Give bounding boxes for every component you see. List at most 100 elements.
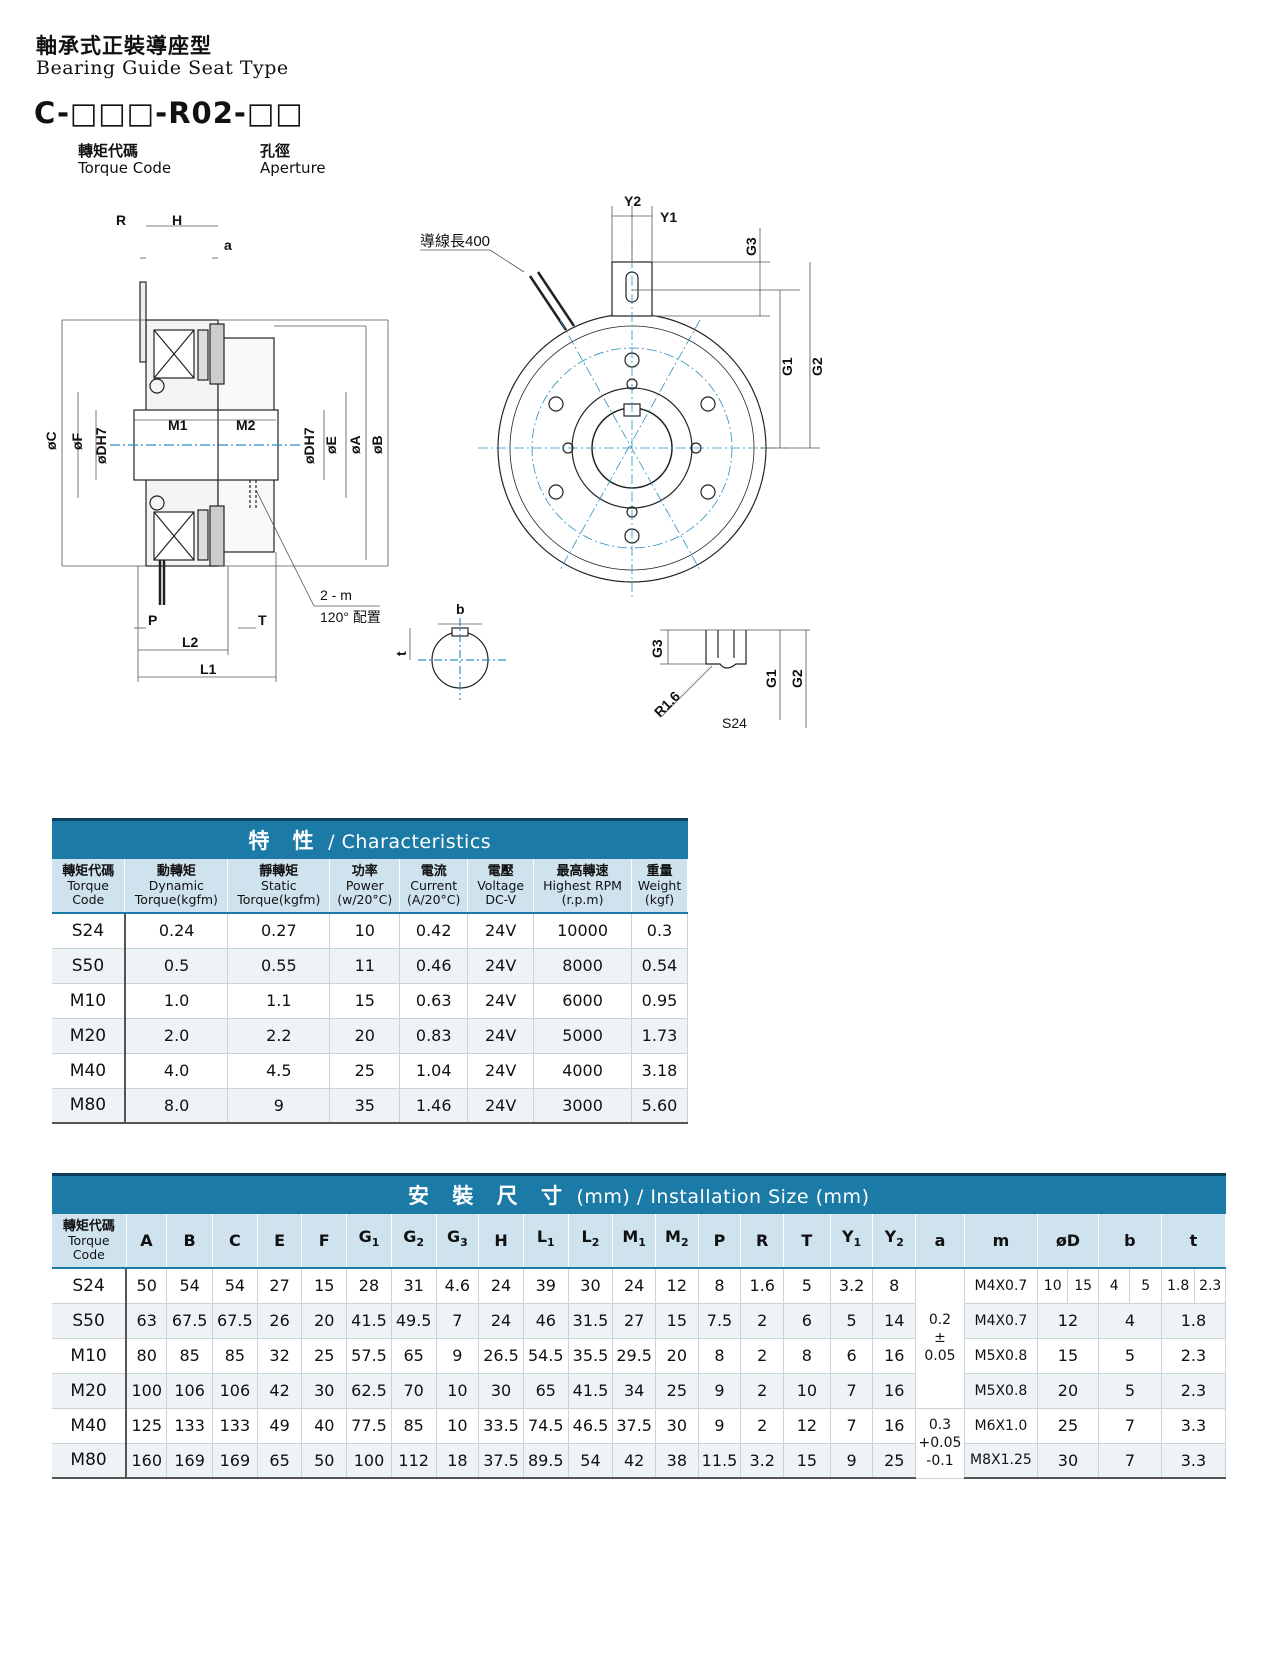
table-cell: 67.5 <box>166 1303 214 1339</box>
table-cell: 12 <box>655 1268 699 1304</box>
table-cell: 15 <box>655 1303 699 1339</box>
table-cell: 18 <box>436 1443 480 1479</box>
table-cell: 46.5 <box>568 1408 614 1444</box>
table-cell: 7 <box>830 1373 874 1409</box>
inst-header-cell: Y1 <box>830 1214 874 1269</box>
table-cell: 27 <box>257 1268 303 1304</box>
characteristics-title: 特 性 / Characteristics <box>52 818 688 859</box>
table-cell: 0.83 <box>399 1018 469 1054</box>
table-cell: 25 <box>329 1053 401 1089</box>
inst-header-label: T <box>801 1230 813 1250</box>
inst-header-cell: L2 <box>568 1214 614 1269</box>
table-cell: 10 <box>329 913 401 949</box>
table-cell: 33.5 <box>478 1408 524 1444</box>
inst-header-label: L1 <box>536 1227 555 1250</box>
table-cell: 24V <box>467 983 535 1019</box>
table-cell: 70 <box>391 1373 437 1409</box>
table-cell: 7 <box>1098 1408 1162 1444</box>
aperture-legend: 孔徑 Aperture <box>260 143 326 177</box>
table-cell: 125 <box>126 1408 168 1444</box>
wire-length-note: 導線長400 <box>420 233 490 250</box>
label-diam-E: øE <box>323 436 339 454</box>
table-cell: 0.27 <box>227 913 331 949</box>
table-cell: 5000 <box>533 1018 632 1054</box>
tolerance-line: 0.2 <box>928 1312 952 1329</box>
label-H: H <box>172 212 182 228</box>
table-cell: 15 <box>329 983 401 1019</box>
torque-code-cell: M20 <box>52 1018 126 1054</box>
table-cell: 1.04 <box>399 1053 469 1089</box>
table-cell: 77.5 <box>346 1408 392 1444</box>
characteristics-title-en: / Characteristics <box>328 831 492 853</box>
label-diam-C: øC <box>43 431 59 450</box>
table-cell: 57.5 <box>346 1338 392 1374</box>
tolerance-line: -0.1 <box>926 1453 954 1469</box>
thread-cell: M4X0.7 <box>964 1268 1038 1304</box>
table-cell: 65 <box>523 1373 569 1409</box>
table-cell: 2.3 <box>1161 1338 1227 1374</box>
torque-code-cell: S50 <box>52 1303 128 1339</box>
table-cell: 7 <box>1098 1443 1162 1479</box>
table-cell: 49 <box>257 1408 303 1444</box>
inst-header-cell: C <box>212 1214 258 1269</box>
table-cell: 169 <box>212 1443 258 1479</box>
table-cell: 6 <box>783 1303 831 1339</box>
table-cell: 65 <box>391 1338 437 1374</box>
table-cell: 3.3 <box>1161 1408 1227 1444</box>
torque-code-cell: S50 <box>52 948 126 984</box>
table-cell: 20 <box>655 1338 699 1374</box>
table-cell: 27 <box>612 1303 656 1339</box>
table-cell: 0.54 <box>631 948 689 984</box>
table-cell: 16 <box>872 1338 917 1374</box>
table-cell: 8 <box>698 1338 742 1374</box>
table-cell: 4.0 <box>124 1053 229 1089</box>
table-cell: 1.1 <box>227 983 331 1019</box>
table-cell: 67.5 <box>212 1303 258 1339</box>
table-cell: 2.3 <box>1161 1373 1227 1409</box>
aperture-en: Aperture <box>260 159 326 177</box>
table-cell: 8 <box>698 1268 742 1304</box>
table-cell: 0.24 <box>124 913 229 949</box>
inst-header-label: a <box>934 1230 946 1250</box>
model-code: C-□□□-R02-□□ <box>34 96 304 130</box>
thread-cell: M6X1.0 <box>964 1408 1038 1444</box>
label-detail-model: S24 <box>722 715 747 731</box>
torque-code-cell: S24 <box>52 1268 128 1304</box>
table-cell: 54 <box>166 1268 214 1304</box>
table-cell: 49.5 <box>391 1303 437 1339</box>
table-cell: 30 <box>655 1408 699 1444</box>
tab-detail <box>660 629 810 728</box>
table-cell: 8000 <box>533 948 632 984</box>
table-cell: 54.5 <box>523 1338 569 1374</box>
label-t: t <box>393 651 409 656</box>
characteristics-title-zh: 特 性 <box>248 829 322 853</box>
table-cell: 41.5 <box>568 1373 614 1409</box>
label-P: P <box>148 612 157 628</box>
table-cell: 74.5 <box>523 1408 569 1444</box>
label-detail-G1: G1 <box>763 669 779 688</box>
front-dimensions <box>420 206 820 449</box>
label-detail-G2: G2 <box>789 669 805 688</box>
table-cell: 3000 <box>533 1088 632 1124</box>
label-M2: M2 <box>236 417 256 433</box>
torque-code-cell: M10 <box>52 1338 128 1374</box>
table-cell: 62.5 <box>346 1373 392 1409</box>
table-cell: 10000 <box>533 913 632 949</box>
inst-header-cell: P <box>698 1214 742 1269</box>
table-cell: 28 <box>346 1268 392 1304</box>
table-cell: 24 <box>612 1268 656 1304</box>
tolerance-line: ± <box>934 1330 946 1347</box>
label-diam-A: øA <box>347 435 363 454</box>
table-cell: 30 <box>1037 1443 1099 1479</box>
table-cell: 65 <box>257 1443 303 1479</box>
tab-detail-labels: G3 G1 G2 R1.6 S24 <box>649 639 805 731</box>
tolerance-line: 0.3 <box>928 1417 952 1433</box>
